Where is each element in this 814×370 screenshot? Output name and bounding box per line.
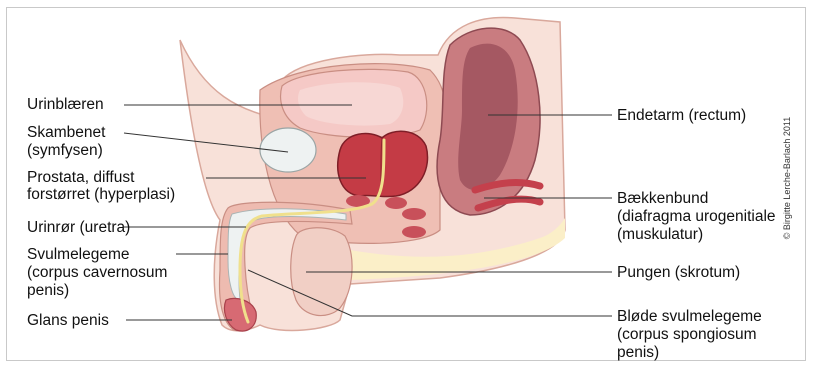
label-svulmelegeme-sub2: penis) [27,282,69,299]
label-urinror: Urinrør (uretra) [27,219,130,236]
muscle-blob-3 [402,208,426,220]
label-baekkenbund-sub: (diafragma urogenitiale [617,208,776,225]
label-urinblaeren: Urinblæren [27,96,104,113]
label-prostata: Prostata, diffust [27,169,134,186]
label-pungen: Pungen (skrotum) [617,264,740,281]
label-skambenet: Skambenet [27,124,105,141]
label-glans: Glans penis [27,312,109,329]
label-prostata-sub: forstørret (hyperplasi) [27,186,175,203]
label-svulmelegeme: Svulmelegeme [27,246,130,263]
label-baekkenbund-sub2: (muskulatur) [617,226,703,243]
copyright-text: © Birgitte Lerche-Barlach 2011 [782,117,792,240]
label-blode-sub2: penis) [617,344,659,361]
label-blode: Bløde svulmelegeme [617,308,762,325]
label-svulmelegeme-sub: (corpus cavernosum [27,264,167,281]
label-blode-sub: (corpus spongiosum [617,326,757,343]
muscle-blob-2 [385,197,407,209]
muscle-blob-4 [402,226,426,238]
bladder-inner [298,82,403,125]
label-baekkenbund: Bækkenbund [617,190,708,207]
label-skambenet-sub: (symfysen) [27,142,103,159]
label-endetarm: Endetarm (rectum) [617,107,746,124]
